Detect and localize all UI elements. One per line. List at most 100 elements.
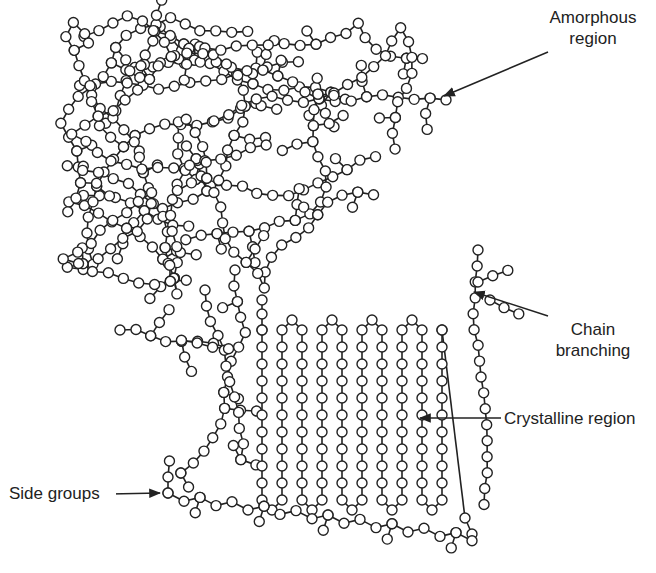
- monomer-bead: [135, 73, 145, 83]
- monomer-bead: [437, 478, 447, 488]
- monomer-bead: [437, 342, 447, 352]
- monomer-bead: [393, 97, 403, 107]
- monomer-bead: [173, 149, 183, 159]
- monomer-bead: [294, 184, 304, 194]
- monomer-bead: [369, 62, 379, 72]
- monomer-bead: [377, 359, 387, 369]
- monomer-bead: [83, 38, 93, 48]
- monomer-bead: [297, 478, 307, 488]
- monomer-bead: [311, 39, 321, 49]
- monomer-bead: [323, 510, 333, 520]
- monomer-bead: [317, 393, 327, 403]
- monomer-bead: [355, 155, 365, 165]
- monomer-bead: [209, 187, 219, 197]
- monomer-bead: [108, 174, 118, 184]
- monomer-bead: [409, 94, 419, 104]
- monomer-bead: [267, 91, 277, 101]
- monomer-bead: [297, 427, 307, 437]
- monomer-bead: [224, 344, 234, 354]
- region-label: Amorphous region: [540, 6, 646, 50]
- monomer-bead: [176, 468, 186, 478]
- region-label: Side groups: [6, 482, 116, 505]
- monomer-bead: [273, 71, 283, 81]
- monomer-bead: [161, 337, 171, 347]
- monomer-bead: [73, 247, 83, 257]
- monomer-bead: [257, 359, 267, 369]
- monomer-bead: [258, 65, 268, 75]
- monomer-bead: [273, 71, 283, 81]
- monomer-bead: [106, 58, 116, 68]
- monomer-bead: [353, 187, 363, 197]
- monomer-bead: [147, 188, 157, 198]
- monomer-bead: [357, 427, 367, 437]
- monomer-bead: [167, 194, 177, 204]
- monomer-bead: [417, 461, 427, 471]
- monomer-bead: [145, 74, 155, 84]
- monomer-bead: [188, 194, 198, 204]
- monomer-bead: [76, 178, 86, 188]
- monomer-bead: [220, 403, 230, 413]
- monomer-bead: [83, 212, 93, 222]
- monomer-bead: [180, 352, 190, 362]
- monomer-bead: [380, 51, 390, 61]
- monomer-bead: [167, 226, 177, 236]
- monomer-bead: [231, 41, 241, 51]
- monomer-bead: [201, 157, 211, 167]
- monomer-bead: [425, 93, 435, 103]
- monomer-bead: [67, 129, 77, 139]
- monomer-bead: [297, 325, 307, 335]
- region-label: Chain branching: [540, 318, 646, 362]
- monomer-bead: [284, 191, 294, 201]
- monomer-bead: [437, 376, 447, 386]
- monomer-bead: [261, 140, 271, 150]
- monomer-bead: [160, 243, 170, 253]
- monomer-bead: [160, 243, 170, 253]
- monomer-bead: [257, 309, 267, 319]
- monomer-bead: [122, 11, 132, 21]
- monomer-bead: [277, 478, 287, 488]
- monomer-bead: [337, 478, 347, 488]
- monomer-bead: [297, 342, 307, 352]
- monomer-bead: [293, 57, 303, 67]
- chain-bond: [442, 330, 465, 518]
- monomer-bead: [147, 242, 157, 252]
- monomer-bead: [371, 523, 381, 533]
- monomer-bead: [323, 197, 333, 207]
- monomer-bead: [318, 525, 328, 535]
- polymer-chains: [56, 0, 524, 553]
- monomer-bead: [357, 478, 367, 488]
- monomer-bead: [242, 66, 252, 76]
- monomer-bead: [115, 325, 125, 335]
- region-label: Crystalline region: [501, 407, 652, 430]
- monomer-bead: [317, 478, 327, 488]
- monomer-bead: [390, 113, 400, 123]
- monomer-bead: [441, 95, 451, 105]
- monomer-bead: [198, 49, 208, 59]
- monomer-bead: [140, 50, 150, 60]
- monomer-bead: [61, 32, 71, 42]
- monomer-bead: [287, 315, 297, 325]
- monomer-bead: [291, 233, 301, 243]
- monomer-bead: [297, 393, 307, 403]
- monomer-bead: [257, 325, 267, 335]
- monomer-bead: [151, 10, 161, 20]
- monomer-bead: [390, 113, 400, 123]
- monomer-bead: [69, 45, 79, 55]
- monomer-bead: [321, 182, 331, 192]
- monomer-bead: [292, 139, 302, 149]
- monomer-bead: [172, 185, 182, 195]
- monomer-bead: [201, 76, 211, 86]
- monomer-bead: [94, 167, 104, 177]
- monomer-bead: [353, 187, 363, 197]
- monomer-bead: [86, 239, 96, 249]
- monomer-bead: [479, 388, 489, 398]
- monomer-bead: [234, 342, 244, 352]
- monomer-bead: [313, 89, 323, 99]
- monomer-bead: [142, 214, 152, 224]
- monomer-bead: [157, 0, 167, 5]
- monomer-bead: [185, 160, 195, 170]
- monomer-bead: [446, 543, 456, 553]
- monomer-bead: [357, 444, 367, 454]
- monomer-bead: [357, 495, 367, 505]
- monomer-bead: [182, 59, 192, 69]
